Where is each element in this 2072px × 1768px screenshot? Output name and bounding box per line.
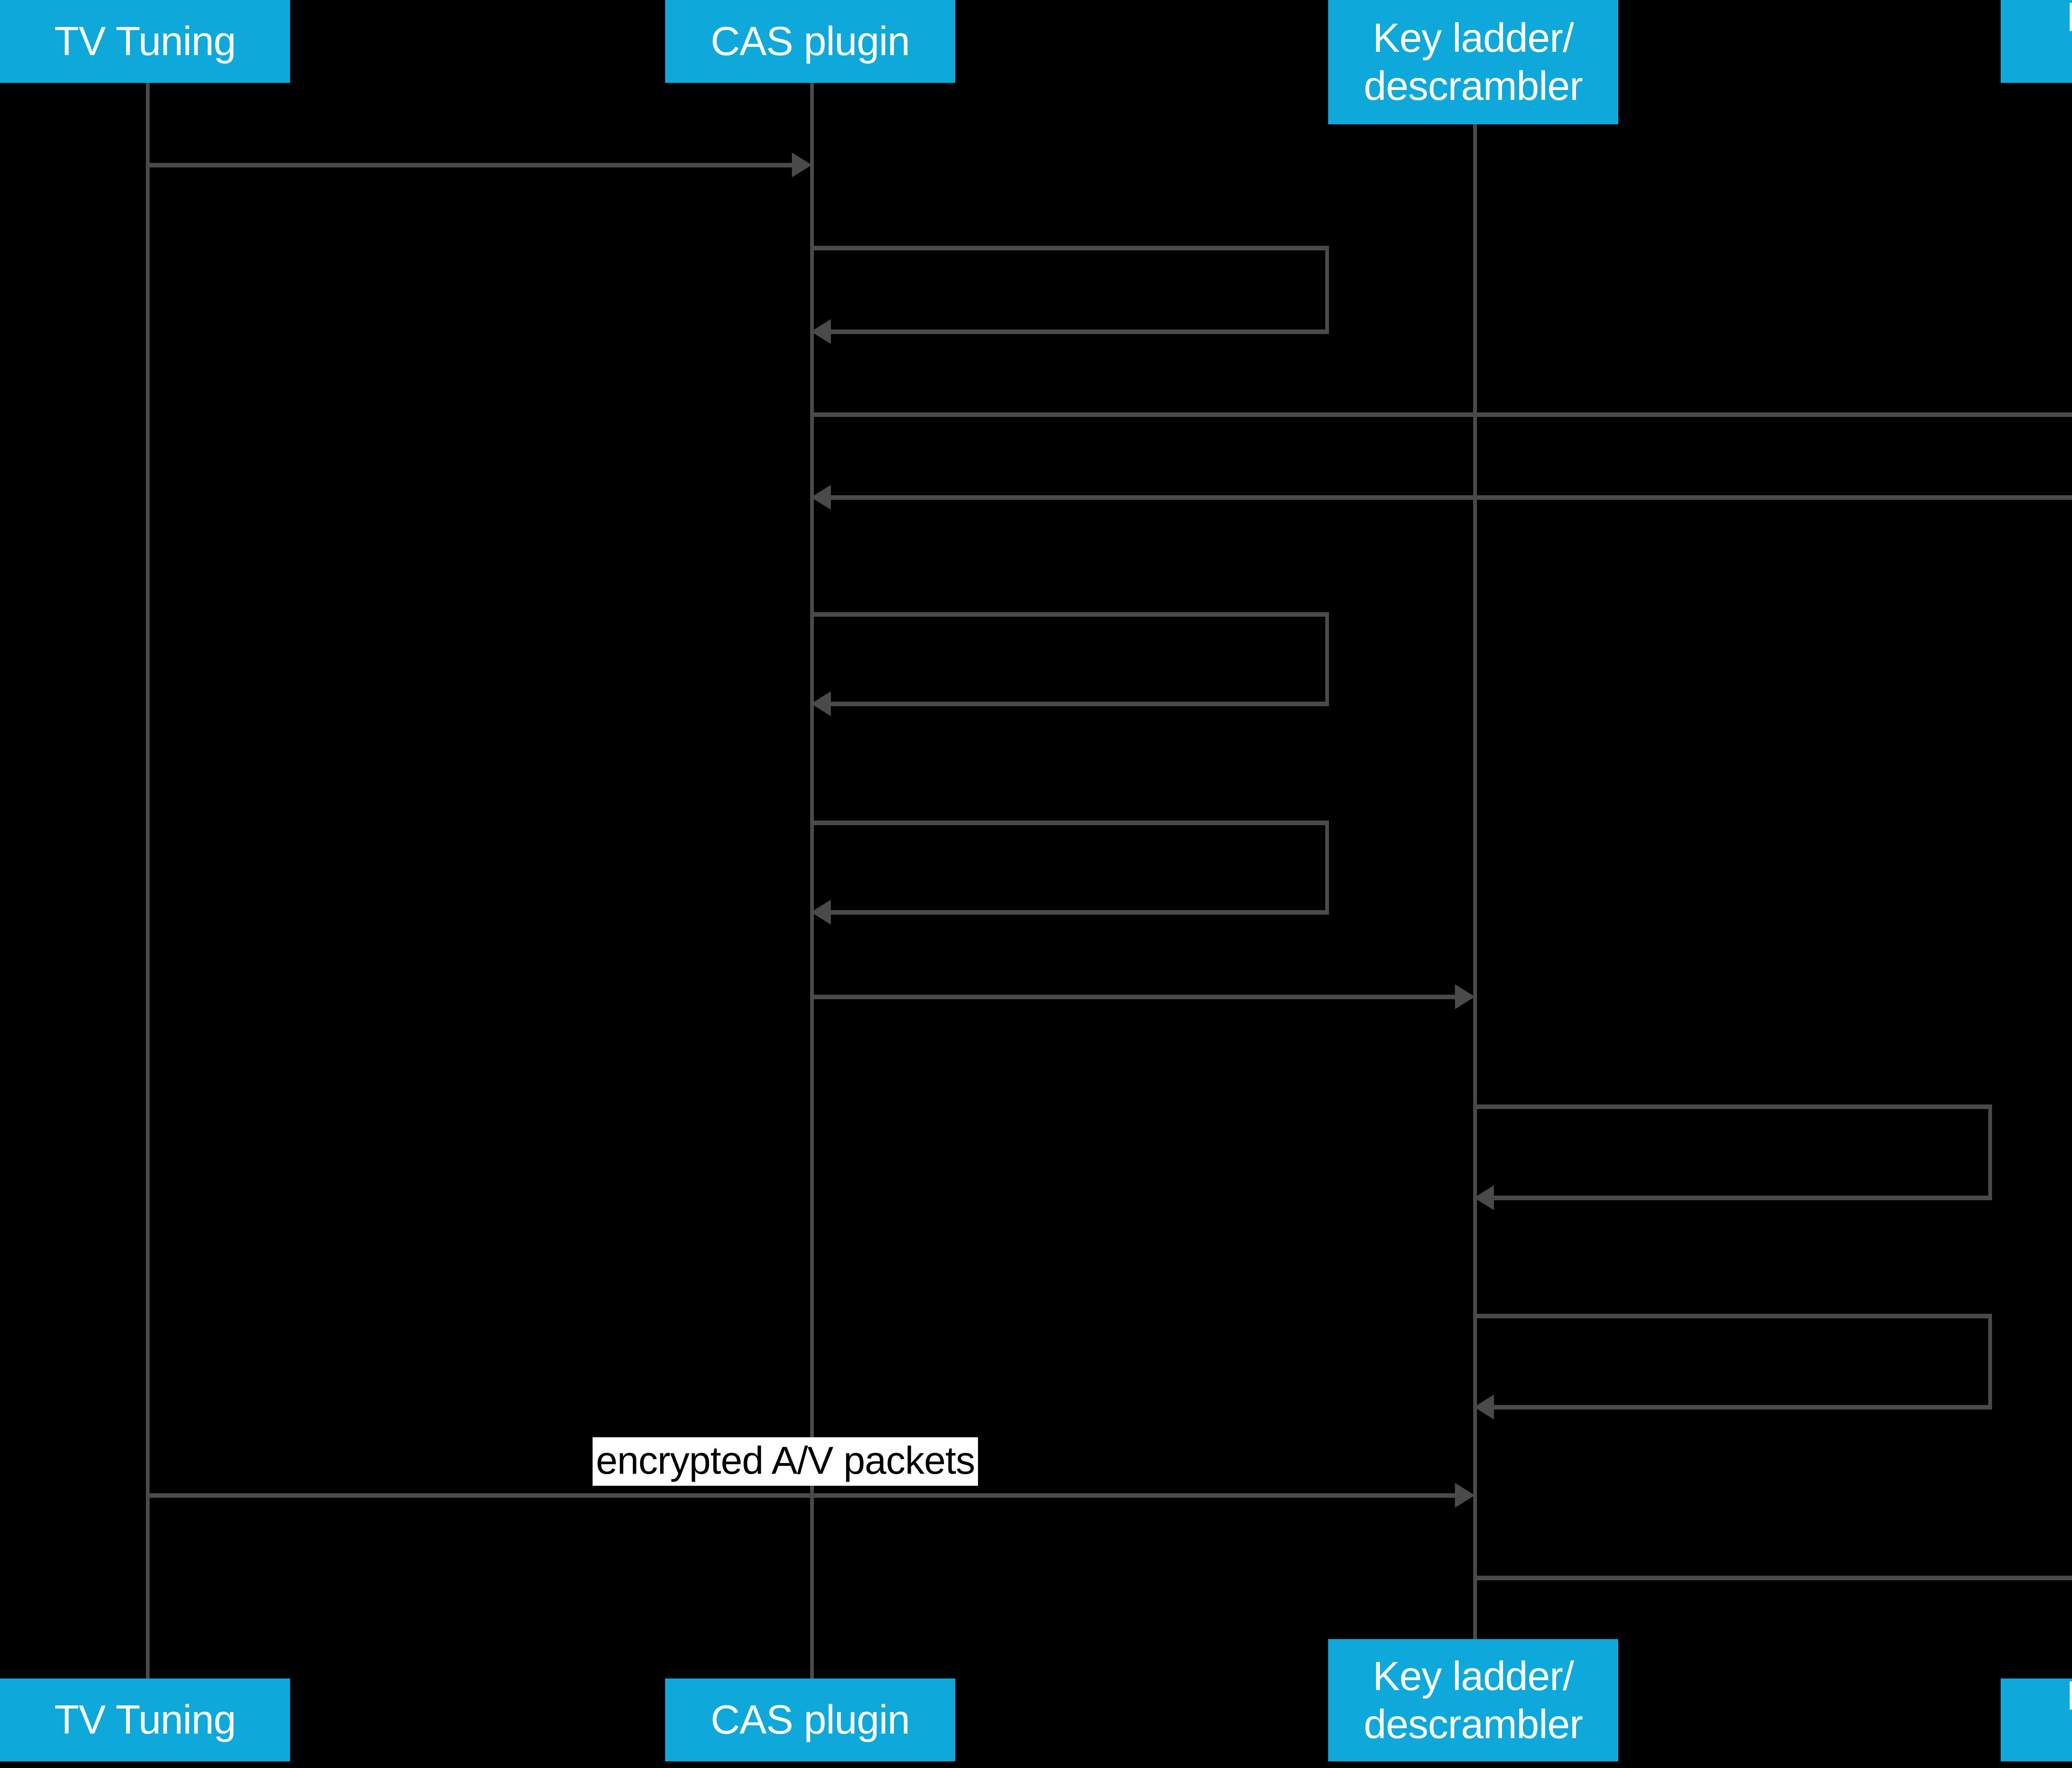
lifeline-cas-plugin	[810, 83, 814, 1678]
participant-label-cas-plugin: CAS plugin	[710, 18, 910, 64]
participant-footer-key-ladder[interactable]: Key ladder/ descrambler	[1328, 1639, 1618, 1761]
message-line-m4	[831, 495, 2072, 500]
participant-footer-cas-plugin[interactable]: CAS plugin	[665, 1678, 955, 1761]
message-label-m5	[833, 562, 840, 567]
participant-header-key-ladder[interactable]: Key ladder/ descrambler	[1328, 0, 1618, 124]
message-line-m8-top	[1475, 1104, 1992, 1109]
message-line-m6-top	[812, 821, 1329, 825]
participant-footer-label-cas-plugin: CAS plugin	[710, 1697, 910, 1743]
participant-footer-tv-tuning[interactable]: TV Tuning	[0, 1678, 290, 1761]
message-arrowhead-m4	[811, 485, 831, 510]
lifeline-key-ladder	[1473, 124, 1477, 1639]
message-arrowhead-m1	[792, 153, 812, 177]
message-arrowhead-m2	[811, 319, 831, 344]
message-label-m7	[833, 943, 840, 949]
message-line-m8-bottom	[1494, 1196, 1992, 1200]
participant-label-tv-tuning: TV Tuning	[54, 18, 236, 64]
message-line-m11	[1475, 1576, 2072, 1580]
message-arrowhead-m8	[1474, 1185, 1494, 1210]
message-line-m9-right	[1988, 1314, 1992, 1407]
participant-label-decode-display: Decode, display	[2006, 0, 2072, 90]
message-arrowhead-m9	[1474, 1395, 1494, 1419]
message-line-m6-bottom	[831, 910, 1329, 915]
message-arrowhead-m6	[811, 900, 831, 925]
message-line-m7	[812, 995, 1455, 999]
message-label-m2	[833, 195, 840, 201]
message-line-m2-right	[1325, 246, 1329, 332]
participant-label-key-ladder: Key ladder/ descrambler	[1363, 15, 1583, 109]
message-line-m10	[148, 1493, 1455, 1498]
participant-footer-label-decode-display: Decode, display	[2006, 1672, 2072, 1768]
message-arrowhead-m5	[811, 691, 831, 716]
participant-header-tv-tuning[interactable]: TV Tuning	[0, 0, 290, 83]
message-line-m5-top	[812, 612, 1329, 617]
message-line-m9-bottom	[1494, 1405, 1992, 1410]
message-line-m8-right	[1988, 1104, 1992, 1198]
message-label-m4	[833, 443, 840, 449]
message-label-m6	[833, 770, 840, 776]
message-line-m2-bottom	[831, 329, 1329, 334]
message-line-m2-top	[812, 246, 1329, 250]
participant-footer-label-tv-tuning: TV Tuning	[54, 1697, 236, 1743]
participant-header-decode-display[interactable]: Decode, display	[2001, 0, 2072, 83]
participant-header-cas-plugin[interactable]: CAS plugin	[665, 0, 955, 83]
message-arrowhead-m7	[1455, 984, 1475, 1009]
message-line-m3	[812, 412, 2072, 417]
participant-footer-label-key-ladder: Key ladder/ descrambler	[1363, 1653, 1583, 1747]
message-line-m9-top	[1475, 1314, 1992, 1318]
message-line-m5-right	[1325, 612, 1329, 704]
message-label-m9	[1496, 1263, 1503, 1269]
message-line-m5-bottom	[831, 702, 1329, 706]
message-label-m8	[1496, 1054, 1503, 1060]
participant-footer-decode-display[interactable]: Decode, display	[2001, 1673, 2072, 1761]
message-line-m1	[148, 163, 792, 167]
message-label-m3	[833, 361, 840, 366]
lifeline-tv-tuning	[146, 83, 150, 1678]
message-arrowhead-m10	[1455, 1483, 1475, 1508]
message-label-encrypted-av-packets: encrypted A/V packets	[593, 1437, 978, 1486]
message-line-m6-right	[1325, 821, 1329, 912]
message-label-m11	[1496, 1525, 1503, 1531]
